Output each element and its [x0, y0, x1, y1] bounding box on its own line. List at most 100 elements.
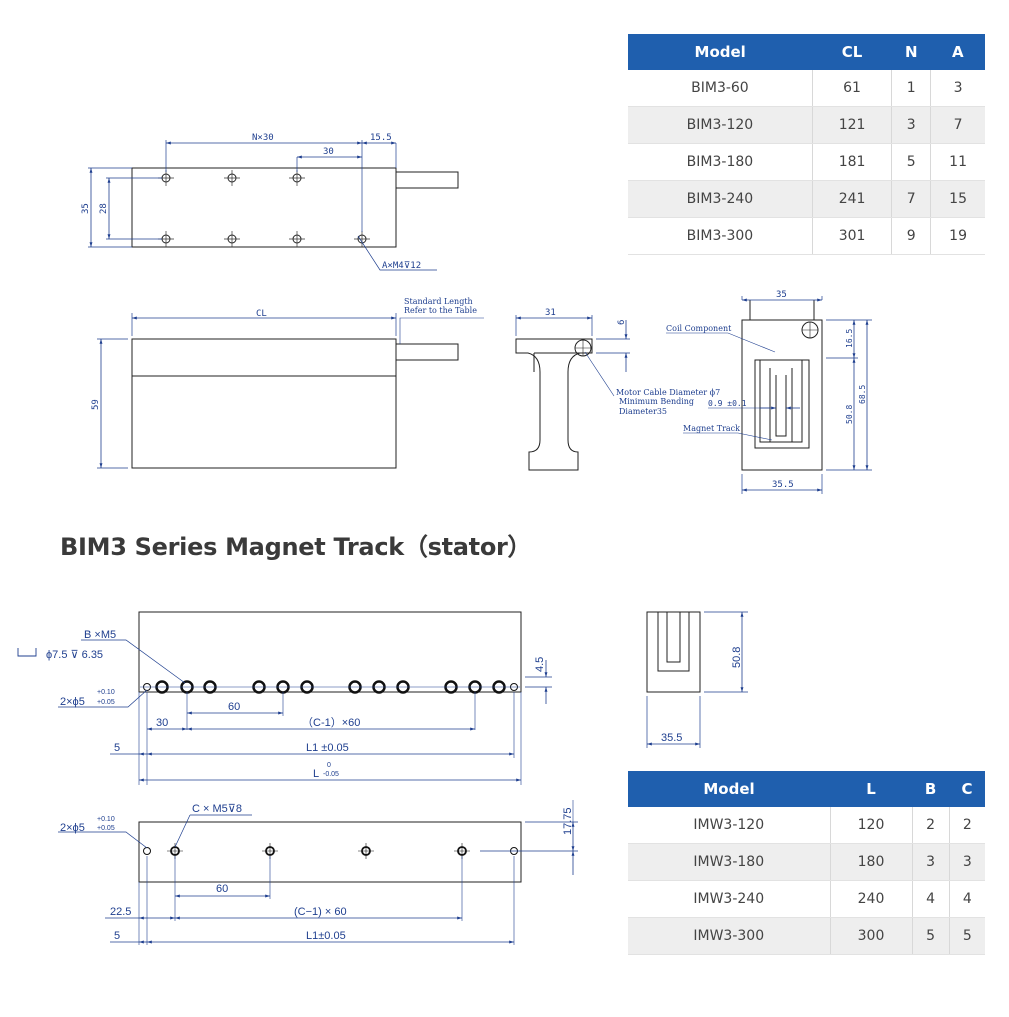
- note-cable-1: Motor Cable Diameter ϕ7: [616, 388, 720, 397]
- dim-50-8-track: 50.8: [731, 647, 743, 668]
- tol-lower-top: +0.05: [97, 699, 115, 706]
- cell-a: 7: [930, 106, 985, 144]
- cell-a: 15: [930, 180, 985, 218]
- cell-n: 1: [891, 70, 932, 107]
- coil-end-view: [515, 315, 630, 471]
- dim-59: 59: [91, 399, 101, 410]
- track-side-view: [138, 821, 522, 883]
- cell-b: 5: [912, 917, 950, 955]
- cell-b: 4: [912, 880, 950, 918]
- cell-n: 7: [891, 180, 932, 218]
- tol-upper-top: +0.10: [97, 689, 115, 696]
- dim-17-75: 17.75: [562, 807, 574, 835]
- dim-l-tol-up: 0: [327, 762, 331, 769]
- dim-16-5: 16.5: [845, 329, 854, 348]
- note-b-m5: B ×M5: [84, 629, 116, 641]
- cell-l: 120: [830, 807, 913, 844]
- col-header-l: L: [830, 771, 913, 807]
- dim-cl: CL: [256, 309, 267, 319]
- dim-35: 35: [81, 203, 91, 214]
- cell-cl: 301: [812, 217, 893, 255]
- dim-35-5-asm: 35.5: [772, 480, 794, 490]
- tol-upper-side: +0.10: [97, 816, 115, 823]
- note-standard-length: Standard Length: [404, 297, 473, 306]
- note-refer-table: Refer to the Table: [404, 306, 477, 315]
- note-cable-3: Diameter35: [619, 407, 667, 416]
- note-pin-side: 2×ϕ5: [60, 822, 85, 834]
- dim-5-side: 5: [114, 930, 120, 942]
- cell-n: 3: [891, 106, 932, 144]
- dim-28: 28: [99, 203, 109, 214]
- mounting-hole-icon: [158, 170, 370, 247]
- cell-cl: 181: [812, 143, 893, 181]
- cell-model: IMW3-300: [628, 917, 831, 955]
- cell-model: BIM3-180: [628, 143, 813, 181]
- threaded-hole-icon: [143, 843, 518, 859]
- dim-30-top: 30: [156, 717, 168, 729]
- cell-model: BIM3-240: [628, 180, 813, 218]
- dim-c1x60-side: (C−1) × 60: [294, 906, 347, 918]
- track-top-view: [138, 611, 522, 694]
- dim-l-main: L: [313, 768, 319, 780]
- note-cbore: ϕ7.5 ⊽ 6.35: [46, 649, 103, 661]
- dim-l1-side: L1±0.05: [306, 930, 346, 942]
- cell-l: 300: [830, 917, 913, 955]
- cell-c: 4: [949, 880, 985, 918]
- dim-60-side: 60: [216, 883, 228, 895]
- col-header-cl: CL: [812, 34, 892, 70]
- dim-15-5: 15.5: [370, 133, 392, 143]
- col-header-model: Model: [628, 771, 830, 807]
- cell-l: 240: [830, 880, 913, 918]
- cell-b: 3: [912, 843, 950, 881]
- note-coil-component: Coil Component: [666, 324, 732, 333]
- cell-n: 5: [891, 143, 932, 181]
- note-c-m5: C × M5⊽8: [192, 803, 242, 815]
- note-cable-2: Minimum Bending: [619, 397, 694, 406]
- col-header-b: B: [912, 771, 950, 807]
- cell-cl: 121: [812, 106, 893, 144]
- cell-model: BIM3-300: [628, 217, 813, 255]
- dim-6: 6: [617, 320, 627, 325]
- dim-l1-top: L1 ±0.05: [306, 742, 349, 754]
- dim-l-tol-low: -0.05: [323, 771, 339, 778]
- dim-50-8: 50.8: [845, 405, 854, 424]
- dim-30: 30: [323, 147, 334, 157]
- cell-model: IMW3-240: [628, 880, 831, 918]
- dim-5-top: 5: [114, 742, 120, 754]
- cell-model: BIM3-60: [628, 70, 813, 107]
- cell-c: 3: [949, 843, 985, 881]
- cell-model: BIM3-120: [628, 106, 813, 144]
- col-header-a: A: [930, 34, 985, 70]
- dim-n30: N×30: [252, 133, 274, 143]
- cell-a: 11: [930, 143, 985, 181]
- coil-top-view: N×30 15.5 30 35 28 A×M4⊽12: [81, 133, 459, 271]
- hole-note: A×M4⊽12: [382, 261, 421, 271]
- cell-a: 19: [930, 217, 985, 255]
- cell-cl: 61: [812, 70, 893, 107]
- cell-model: IMW3-120: [628, 807, 831, 844]
- cell-cl: 241: [812, 180, 893, 218]
- note-magnet-track: Magnet Track: [683, 424, 740, 433]
- section-title: BIM3 Series Magnet Track（stator）: [60, 533, 532, 561]
- note-pin-top: 2×ϕ5: [60, 696, 85, 708]
- dim-35-5-track: 35.5: [661, 732, 682, 744]
- cell-n: 9: [891, 217, 932, 255]
- dim-c1x60-top: （C-1）×60: [302, 716, 360, 729]
- cell-c: 5: [949, 917, 985, 955]
- dim-4-5: 4.5: [534, 657, 546, 672]
- dim-35-top: 35: [776, 290, 787, 300]
- coil-side-view: CL 59 Standard Length Refer to the Table: [91, 297, 484, 469]
- cell-model: IMW3-180: [628, 843, 831, 881]
- cell-b: 2: [912, 807, 950, 844]
- col-header-c: C: [949, 771, 985, 807]
- col-header-model: Model: [628, 34, 813, 70]
